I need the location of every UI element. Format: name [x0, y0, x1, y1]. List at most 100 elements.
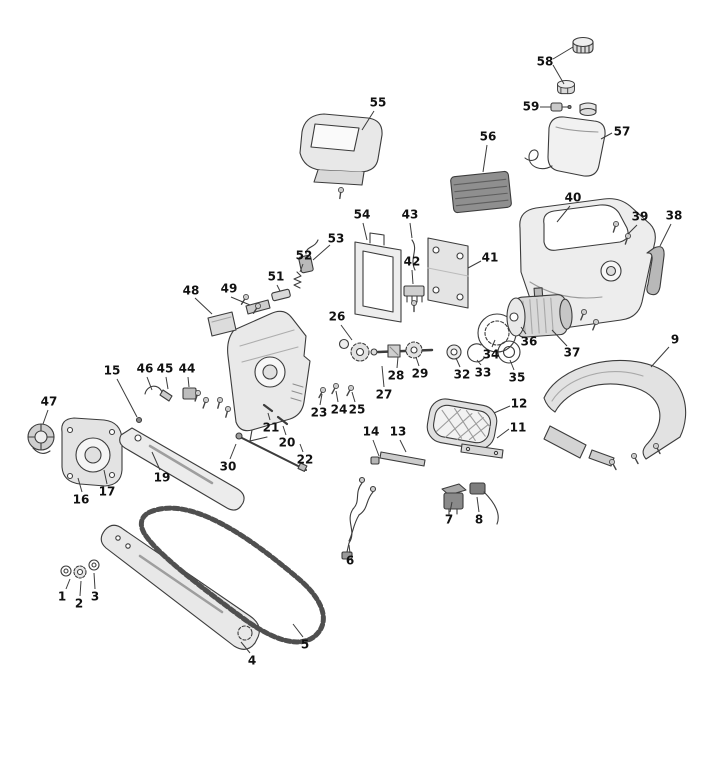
part-callout-26: 26: [329, 310, 346, 324]
part-connector-8: [469, 482, 499, 525]
part-callout-4: 4: [248, 654, 256, 668]
part-callout-29: 29: [412, 367, 429, 381]
leader-line-4: [240, 641, 251, 654]
part-callout-48: 48: [183, 284, 200, 298]
leader-line-5: [292, 623, 304, 638]
part-callout-21: 21: [263, 421, 280, 435]
leader-line-20: [282, 425, 287, 436]
part-callout-46: 46: [137, 362, 154, 376]
leader-line-33: [476, 359, 482, 366]
part-gear-train: [338, 338, 434, 362]
leader-line-48: [194, 297, 213, 315]
part-callout-40: 40: [565, 191, 582, 205]
leader-line-34: [491, 339, 496, 348]
part-spring-52: [293, 271, 302, 289]
part-callout-6: 6: [346, 554, 354, 568]
part-callout-53: 53: [328, 232, 345, 246]
part-switch-7: [441, 483, 467, 515]
leader-line-15: [116, 378, 138, 418]
part-bracket-54: [354, 232, 402, 323]
part-gear-washer-2: [73, 565, 87, 579]
leader-line-24: [335, 390, 339, 403]
part-callout-51: 51: [268, 270, 285, 284]
part-callout-9: 9: [671, 333, 679, 347]
part-callout-43: 43: [402, 208, 419, 222]
part-guide-bar-4: [100, 524, 260, 650]
leader-line-58: [552, 46, 574, 60]
part-controller-56: [450, 170, 512, 214]
part-callout-30: 30: [220, 460, 237, 474]
leader-line-41: [467, 260, 482, 269]
leader-line-11: [496, 428, 510, 439]
leader-line-17: [103, 469, 108, 485]
part-plate-51: [271, 288, 291, 302]
part-callout-58: 58: [537, 55, 554, 69]
part-primer-59: [550, 102, 572, 112]
leader-line-45: [165, 376, 169, 390]
parts-artwork: [27, 36, 687, 650]
part-callout-15: 15: [104, 364, 121, 378]
leader-line-27: [381, 365, 385, 388]
part-pin-21: [262, 403, 274, 413]
part-callout-41: 41: [482, 251, 499, 265]
leader-line-30: [229, 443, 237, 460]
leader-line-21: [267, 412, 271, 421]
leader-line-26: [340, 324, 353, 341]
part-cable-6: [341, 476, 377, 560]
part-callout-35: 35: [509, 371, 526, 385]
leader-line-13: [399, 439, 407, 453]
leader-line-12: [493, 405, 511, 414]
part-callout-44: 44: [179, 362, 196, 376]
leader-line-28: [396, 356, 399, 369]
leader-line-9: [650, 346, 670, 368]
part-callout-34: 34: [483, 348, 500, 362]
leader-line-39: [627, 224, 638, 235]
part-lever-38: [646, 246, 665, 296]
part-callout-17: 17: [99, 485, 116, 499]
leader-line-42: [411, 269, 414, 285]
leader-line-22: [299, 443, 304, 453]
part-oil-tank-57: [524, 102, 606, 177]
part-callout-59: 59: [523, 100, 540, 114]
part-tension-rod-30: [235, 432, 308, 472]
part-top-cover-55: [299, 113, 383, 186]
leader-line-25: [351, 391, 356, 403]
part-vent-panel-12: [426, 398, 498, 450]
leader-line-23: [319, 393, 323, 406]
leader-line-56: [482, 144, 488, 173]
part-callout-56: 56: [480, 130, 497, 144]
leader-line-46: [146, 376, 153, 391]
part-callout-2: 2: [75, 597, 83, 611]
part-callout-8: 8: [475, 513, 483, 527]
leader-line-29: [415, 356, 420, 367]
part-main-housing: [227, 310, 311, 442]
part-callout-22: 22: [297, 453, 314, 467]
part-strip-11: [460, 443, 504, 459]
part-callout-27: 27: [376, 388, 393, 402]
part-washer-1: [60, 565, 72, 577]
part-sprocket-cover-17: [61, 417, 123, 487]
leader-line-8: [476, 496, 480, 513]
leader-line-7: [449, 501, 453, 513]
part-callout-14: 14: [363, 425, 380, 439]
part-guide-bar-19: [119, 427, 245, 511]
leader-line-37: [551, 329, 568, 347]
part-end-bell-36: [506, 297, 526, 337]
part-spring-46: [144, 385, 163, 395]
part-callout-19: 19: [154, 471, 171, 485]
leader-line-53: [312, 244, 331, 261]
part-callout-47: 47: [41, 395, 58, 409]
part-callout-28: 28: [388, 369, 405, 383]
part-callout-20: 20: [279, 436, 296, 450]
leader-line-1: [65, 578, 71, 590]
part-callout-57: 57: [614, 125, 631, 139]
part-callout-3: 3: [91, 590, 99, 604]
part-callout-24: 24: [331, 403, 348, 417]
part-chain-5: [138, 505, 326, 645]
part-ring-35: [497, 340, 521, 364]
part-frame-41: [427, 237, 469, 309]
part-lever-45: [159, 389, 173, 402]
